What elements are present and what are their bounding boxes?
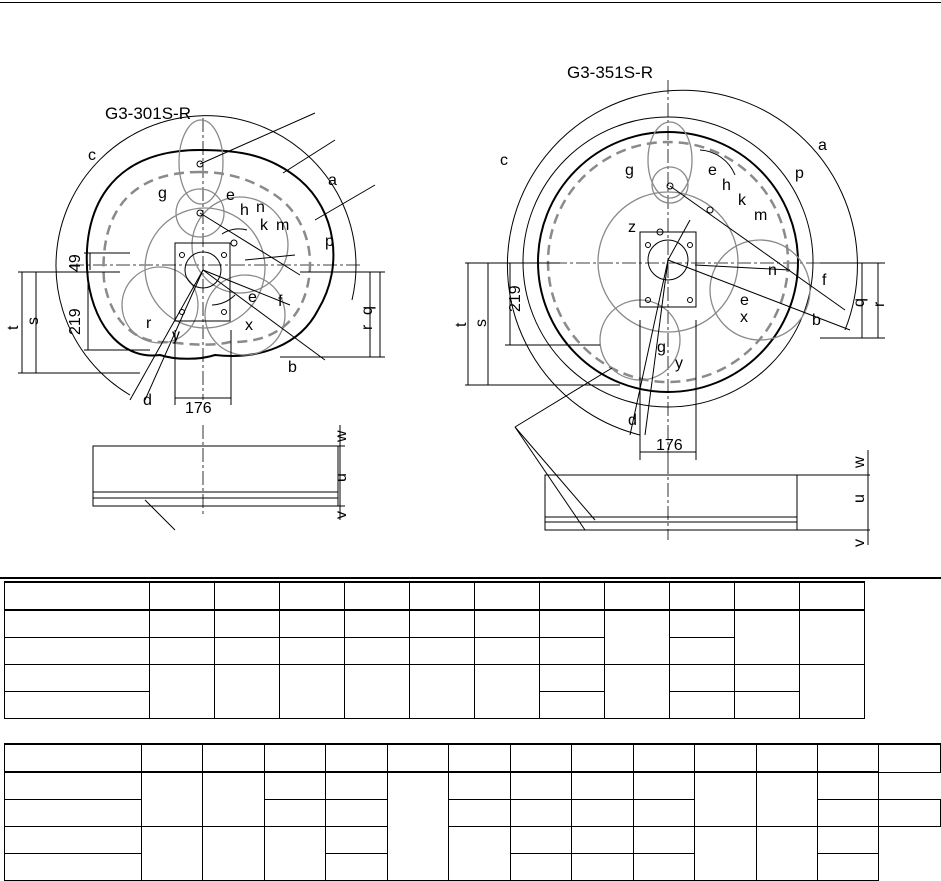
right-letter-f: f: [822, 272, 827, 289]
left-left-lobe: [121, 266, 199, 344]
right-letter-u: u: [851, 494, 868, 503]
table-row: [3, 826, 941, 881]
left-model-label: G3-301S-R: [105, 104, 191, 123]
right-letter-v: v: [851, 539, 868, 547]
left-dashed-range: [102, 170, 312, 346]
right-model-label: G3-351S-R: [567, 63, 653, 82]
table-row: [3, 853, 941, 881]
right-motion-range: [537, 131, 799, 393]
left-letter-x: x: [245, 317, 253, 334]
right-letter-b: b: [812, 312, 821, 329]
left-letter-k: k: [260, 217, 269, 234]
left-letter-v: v: [333, 511, 350, 519]
left-letter-n: n: [256, 199, 265, 216]
left-letter-a: a: [328, 172, 337, 189]
table-row: [3, 771, 941, 881]
left-base: [174, 242, 231, 322]
right-letter-e2: e: [740, 292, 749, 309]
left-letter-g: g: [158, 185, 167, 202]
left-letter-m: m: [276, 217, 289, 234]
left-dim-176: 176: [185, 400, 212, 417]
left-letter-r: r: [146, 315, 152, 332]
left-lower-lobe: [204, 274, 286, 356]
right-joint-circle: [651, 166, 689, 204]
right-right-lobe: [709, 239, 811, 341]
right-letter-g2: g: [657, 339, 666, 356]
right-letter-t: t: [453, 322, 470, 327]
left-letter-e2: e: [248, 289, 257, 306]
table-row: [4, 609, 865, 665]
right-dashed-range: [546, 140, 790, 384]
table-row: [4, 664, 865, 719]
right-letter-s: s: [473, 319, 490, 327]
left-letter-q: q: [359, 306, 376, 315]
right-letter-k: k: [738, 192, 747, 209]
right-letter-p: p: [795, 165, 804, 182]
spec-table-1: [4, 581, 865, 719]
right-side-view: [544, 450, 870, 545]
right-upper-link: [647, 121, 693, 199]
right-letter-r: r: [871, 301, 888, 307]
left-letter-y: y: [172, 327, 180, 344]
table-row: [3, 799, 941, 827]
right-letter-g1: g: [625, 162, 634, 179]
right-letter-d: d: [628, 412, 637, 429]
left-motion-range: [85, 148, 335, 360]
right-letter-c: c: [500, 152, 508, 169]
left-letter-s: s: [25, 317, 42, 325]
left-dim-219: 219: [67, 308, 84, 335]
right-mid-circle: [522, 116, 814, 408]
left-upper-link: [178, 119, 224, 205]
left-letter-b: b: [288, 359, 297, 376]
right-letter-z: z: [628, 219, 636, 236]
table-row: [4, 637, 865, 665]
left-joint-circle: [175, 188, 225, 238]
left-letter-d: d: [143, 392, 152, 409]
right-letter-x: x: [740, 309, 748, 326]
right-letter-h: h: [722, 177, 731, 194]
right-letter-a: a: [818, 137, 827, 154]
right-letter-q: q: [851, 298, 868, 307]
table-2-header-row: [3, 743, 941, 773]
left-base-circle: [184, 251, 222, 289]
table-row: [4, 691, 865, 719]
left-letter-c: c: [88, 147, 96, 164]
left-right-lobe: [191, 196, 289, 294]
table-1-header-row: [4, 581, 865, 611]
right-dim-219: 219: [507, 285, 524, 312]
right-letter-y: y: [675, 355, 683, 372]
left-robot-plan-view: [18, 112, 385, 531]
left-letter-h: h: [240, 202, 249, 219]
left-letter-u: u: [333, 473, 350, 482]
left-letter-f: f: [278, 293, 283, 310]
left-letter-w: w: [333, 430, 350, 443]
top-rule: [0, 2, 941, 3]
right-robot-plan-view: [465, 80, 885, 531]
left-side-view: [92, 425, 345, 520]
left-dim-49: 49: [67, 254, 84, 272]
right-base-circle: [647, 239, 689, 281]
right-base: [639, 231, 697, 308]
left-letter-r2: r: [359, 324, 376, 330]
robot-work-envelope-drawing: G3-301S-R G3-351S-R 49 219 176 219 176 c…: [0, 63, 941, 579]
right-letter-w: w: [851, 456, 868, 469]
left-outer-envelope-c: [55, 115, 357, 396]
right-letter-n: n: [768, 262, 777, 279]
left-letter-t: t: [5, 325, 22, 330]
right-inner-circle: [597, 191, 739, 333]
right-dim-176: 176: [656, 437, 683, 454]
left-inner-circle: [144, 207, 266, 329]
left-letter-p: p: [325, 233, 334, 250]
right-letter-m: m: [754, 207, 767, 224]
right-outer-envelope-c: [506, 89, 858, 436]
spec-table-2: [3, 743, 941, 881]
left-letter-e1: e: [226, 187, 235, 204]
right-letter-e1: e: [708, 162, 717, 179]
